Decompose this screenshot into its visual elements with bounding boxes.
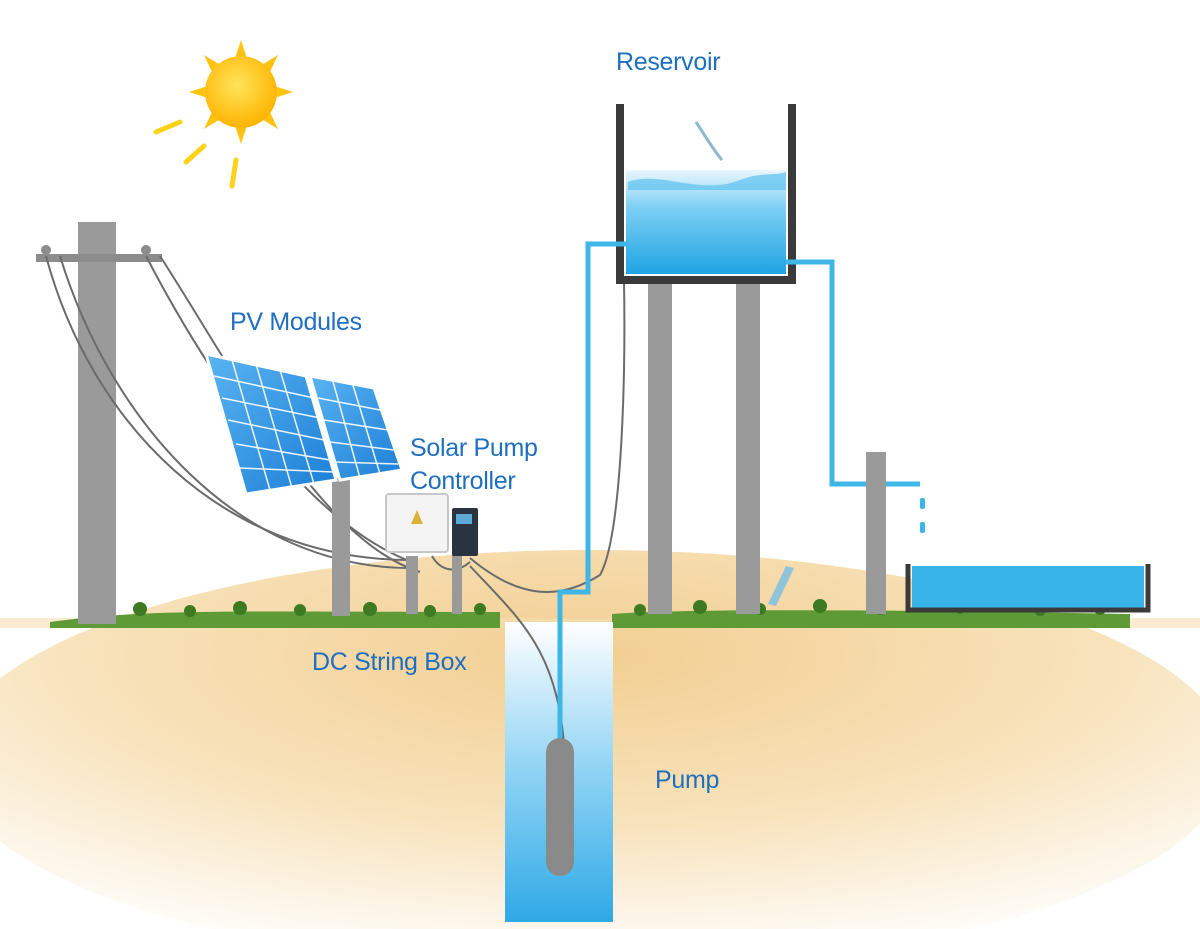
controller-label-line1: Solar Pump — [410, 434, 538, 462]
reservoir-supports — [648, 276, 760, 614]
panel-post — [332, 478, 350, 616]
reservoir-tank-icon — [616, 104, 796, 284]
dc-string-box-label: DC String Box — [312, 648, 467, 676]
ground-stake — [768, 566, 794, 606]
outlet-post — [866, 452, 886, 614]
water-drops — [920, 498, 925, 533]
solar-panel-icon — [203, 351, 404, 496]
pv-modules-label: PV Modules — [230, 308, 362, 336]
string-box-icon — [385, 493, 449, 614]
pump-label: Pump — [655, 766, 720, 794]
water-trough-icon — [905, 564, 1151, 613]
sun-icon — [153, 40, 293, 189]
controller-icon — [452, 508, 478, 614]
grass — [50, 599, 1130, 628]
pump-icon — [546, 738, 574, 876]
controller-label-line2: Controller — [410, 467, 516, 495]
utility-pole-icon — [36, 222, 162, 624]
reservoir-label: Reservoir — [616, 48, 721, 76]
